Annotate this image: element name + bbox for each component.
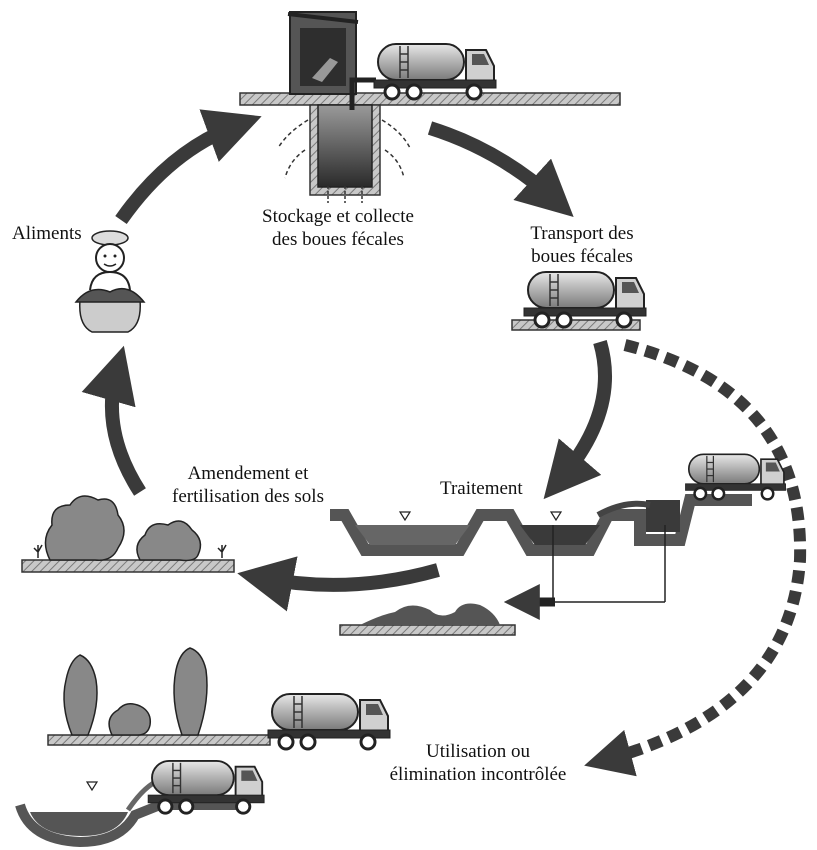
label-amendment: Amendement et fertilisation des sols	[148, 462, 348, 508]
label-storage-line2: des boues fécales	[272, 229, 404, 250]
label-storage: Stockage et collecte des boues fécales	[238, 205, 438, 251]
label-transport: Transport des boues fécales	[512, 222, 652, 268]
label-uncontrolled-line1: Utilisation ou	[426, 741, 530, 762]
vacuum-truck-icon	[372, 42, 498, 101]
label-transport-line1: Transport des	[530, 223, 634, 244]
label-uncontrolled: Utilisation ou élimination incontrôlée	[378, 740, 578, 786]
food-basket-icon	[74, 287, 146, 333]
farmer-icon	[89, 230, 131, 291]
arrow-treatment-to-amendment	[237, 556, 440, 612]
vacuum-truck-icon	[684, 453, 787, 501]
label-amendment-line1: Amendement et	[187, 463, 309, 484]
transport-ground	[511, 319, 641, 331]
trees-icon	[47, 647, 271, 746]
vacuum-truck-icon	[266, 692, 392, 751]
latrine-pit-icon	[239, 11, 621, 203]
label-treatment: Traitement	[440, 478, 523, 499]
arrow-uncontrolled-dashed	[584, 339, 807, 777]
arrow-transport-to-treatment	[543, 340, 612, 500]
sludge-bed-icon	[339, 603, 516, 636]
pond-icon	[15, 777, 250, 848]
arrow-food-to-storage	[115, 109, 262, 225]
label-transport-line2: boues fécales	[531, 246, 633, 267]
plants-icon	[21, 495, 235, 573]
label-food: Aliments	[12, 223, 82, 244]
label-storage-line1: Stockage et collecte	[262, 206, 414, 227]
label-amendment-line2: fertilisation des sols	[172, 486, 324, 507]
arrow-amendment-to-food	[81, 345, 146, 496]
label-uncontrolled-line2: élimination incontrôlée	[389, 764, 567, 785]
arrow-storage-to-transport	[427, 121, 574, 217]
treatment-ponds-icon	[330, 494, 752, 603]
vacuum-truck-icon	[522, 270, 648, 329]
